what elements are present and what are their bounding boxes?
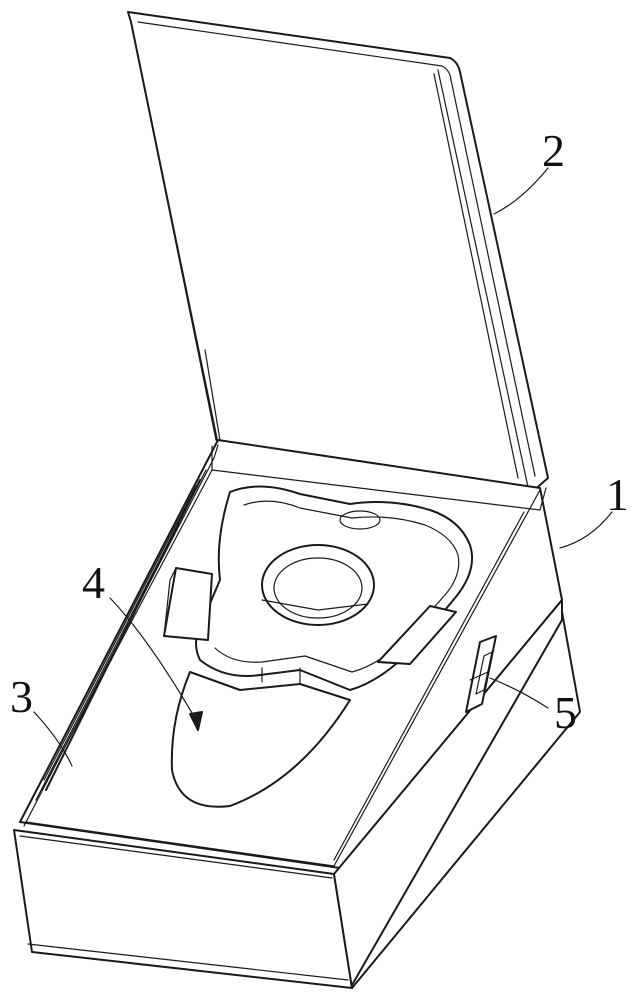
inner-cavity [163, 485, 474, 808]
label-inner-cavity: 4 [82, 557, 105, 608]
label-lid: 2 [542, 125, 565, 176]
lid [127, 11, 549, 493]
side-port [465, 635, 497, 713]
leader-lines [33, 167, 613, 767]
label-side-port: 5 [554, 687, 577, 738]
label-interior-floor: 3 [10, 671, 33, 722]
label-box-body: 1 [606, 469, 629, 520]
